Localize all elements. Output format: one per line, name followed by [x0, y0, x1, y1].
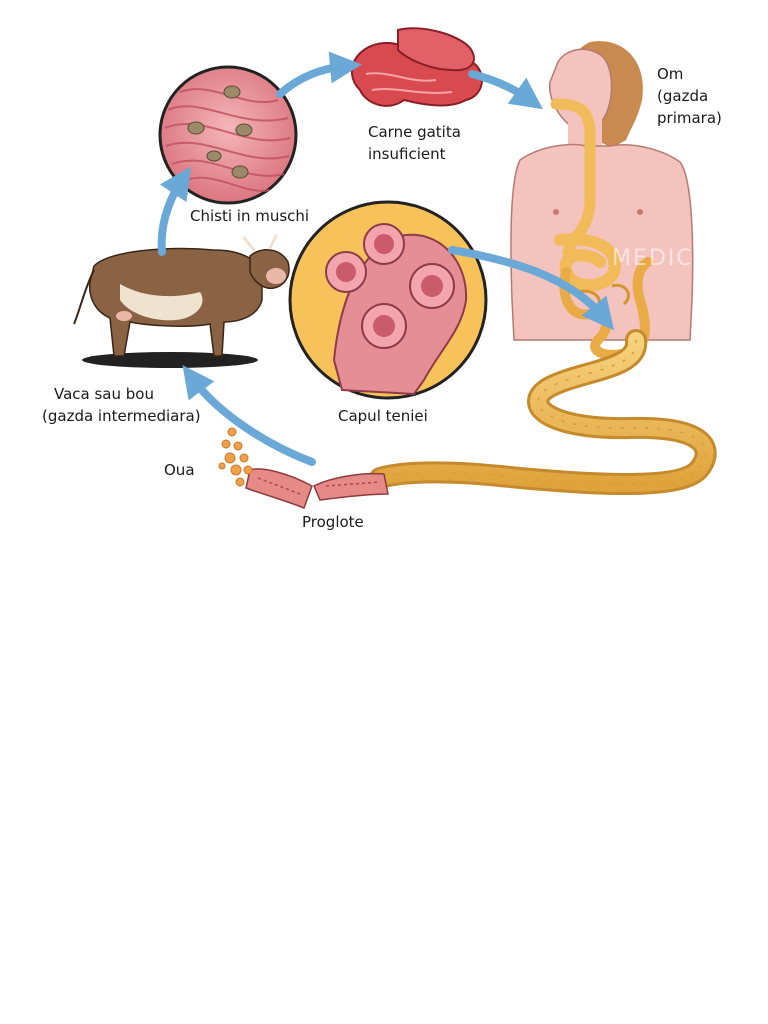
label-proglottids: Proglote	[302, 513, 364, 531]
proglottid-icon	[245, 468, 389, 509]
label-eggs: Oua	[164, 461, 195, 479]
arrow-cow-to-muscle	[157, 166, 191, 256]
scolex-icon	[288, 200, 488, 400]
arrow-muscle-to-meat	[276, 51, 362, 98]
label-human-line2: (gazda	[657, 87, 709, 105]
watermark-text: MEDIC	[612, 246, 694, 271]
label-meat-line2: insuficient	[368, 145, 446, 163]
arrow-meat-to-human	[468, 70, 544, 110]
arrow-eggs-to-cow	[182, 365, 316, 466]
cow-illustration	[73, 234, 290, 368]
label-human-line1: Om	[657, 65, 684, 83]
label-cow-line1: Vaca sau bou	[54, 385, 154, 403]
label-human-line3: primara)	[657, 109, 722, 127]
muscle-cyst-icon	[158, 65, 298, 205]
label-muscle-cysts: Chisti in muschi	[190, 207, 310, 225]
arrow-scolex-to-intestine	[448, 246, 615, 331]
label-cow-line2: (gazda intermediara)	[42, 407, 201, 425]
label-meat-line1: Carne gatita	[368, 123, 461, 141]
tapeworm-icon	[369, 329, 717, 496]
eggs-icon	[218, 427, 253, 487]
lifecycle-arrows	[157, 51, 615, 466]
raw-meat-icon	[350, 27, 483, 107]
label-scolex: Capul teniei	[338, 407, 428, 425]
